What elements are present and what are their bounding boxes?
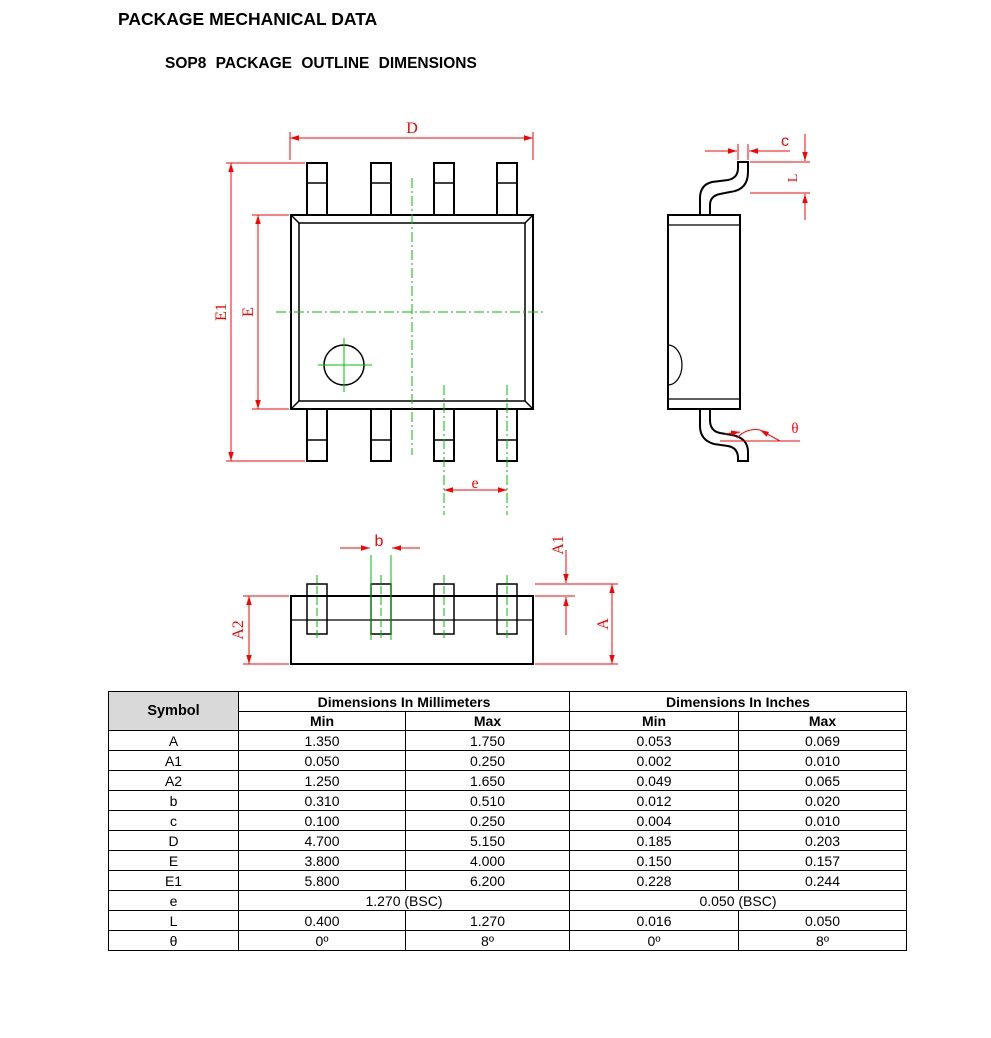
- label-b: b: [375, 533, 384, 550]
- cell-symbol: e: [108, 890, 239, 911]
- cell-in-min: 0.049: [569, 770, 739, 791]
- table-row: A 1.350 1.750 0.053 0.069: [108, 730, 907, 751]
- label-theta: θ: [791, 421, 798, 437]
- cell-in-min: 0.012: [569, 790, 739, 811]
- cell-in-min: 0.150: [569, 850, 739, 871]
- cell-symbol: E: [108, 850, 239, 871]
- table-row: D 4.700 5.150 0.185 0.203: [108, 830, 907, 851]
- label-E1: E1: [213, 303, 230, 321]
- cell-mm-min: 1.350: [238, 730, 406, 751]
- cell-mm-max: 5.150: [405, 830, 570, 851]
- label-L: L: [786, 174, 801, 183]
- label-A2: A2: [230, 620, 247, 640]
- cell-mm-max: 1.750: [405, 730, 570, 751]
- cell-mm-max: 0.510: [405, 790, 570, 811]
- header-millimeters: Dimensions In Millimeters: [238, 691, 570, 712]
- label-e: e: [471, 475, 478, 492]
- label-c: c: [781, 133, 789, 150]
- label-D: D: [406, 120, 418, 137]
- cell-mm-min: 1.250: [238, 770, 406, 791]
- cell-mm-max: 8º: [405, 930, 570, 951]
- header-in-max: Max: [738, 711, 907, 731]
- label-E: E: [240, 307, 257, 317]
- cell-in-max: 0.065: [738, 770, 907, 791]
- cell-mm-max: 1.270: [405, 910, 570, 931]
- cell-mm-max: 4.000: [405, 850, 570, 871]
- cell-symbol: E1: [108, 870, 239, 891]
- cell-in-max: 0.010: [738, 810, 907, 831]
- cell-in-max: 0.020: [738, 790, 907, 811]
- cell-symbol: A1: [108, 750, 239, 771]
- header-symbol: Symbol: [108, 691, 239, 731]
- label-A1: A1: [550, 535, 567, 555]
- cell-mm-max: 6.200: [405, 870, 570, 891]
- header-in-min: Min: [569, 711, 739, 731]
- cell-mm-max: 1.650: [405, 770, 570, 791]
- table-row: b 0.310 0.510 0.012 0.020: [108, 790, 907, 811]
- cell-mm-min: 0.310: [238, 790, 406, 811]
- cell-mm-min: 0.400: [238, 910, 406, 931]
- header-mm-min: Min: [238, 711, 406, 731]
- cell-in-min: 0.016: [569, 910, 739, 931]
- table-row: θ 0º 8º 0º 8º: [108, 930, 907, 951]
- front-view: [290, 583, 534, 665]
- cell-mm-span: 1.270 (BSC): [238, 890, 570, 911]
- header-inches: Dimensions In Inches: [569, 691, 907, 712]
- cell-symbol: θ: [108, 930, 239, 951]
- dimensions-table: Symbol Dimensions In Millimeters Dimensi…: [108, 691, 907, 951]
- table-row: E 3.800 4.000 0.150 0.157: [108, 850, 907, 871]
- cell-in-max: 8º: [738, 930, 907, 951]
- cell-in-max: 0.010: [738, 750, 907, 771]
- cell-in-max: 0.157: [738, 850, 907, 871]
- table-row: A2 1.250 1.650 0.049 0.065: [108, 770, 907, 791]
- package-subtitle: SOP8 PACKAGE OUTLINE DIMENSIONS: [165, 55, 477, 72]
- cell-symbol: A2: [108, 770, 239, 791]
- cell-mm-min: 4.700: [238, 830, 406, 851]
- cell-in-min: 0º: [569, 930, 739, 951]
- cell-in-min: 0.185: [569, 830, 739, 851]
- table-row: E1 5.800 6.200 0.228 0.244: [108, 870, 907, 891]
- cell-in-max: 0.050: [738, 910, 907, 931]
- cell-in-min: 0.053: [569, 730, 739, 751]
- cell-in-max: 0.069: [738, 730, 907, 751]
- cell-in-span: 0.050 (BSC): [569, 890, 907, 911]
- side-view: [667, 161, 749, 462]
- cell-mm-min: 0º: [238, 930, 406, 951]
- package-outline-drawing: D E1 E e c L θ: [213, 120, 810, 665]
- cell-symbol: D: [108, 830, 239, 851]
- table-row: c 0.100 0.250 0.004 0.010: [108, 810, 907, 831]
- cell-symbol: L: [108, 910, 239, 931]
- table-row: A1 0.050 0.250 0.002 0.010: [108, 750, 907, 771]
- cell-symbol: b: [108, 790, 239, 811]
- cell-in-min: 0.004: [569, 810, 739, 831]
- dimensions-table-body: A 1.350 1.750 0.053 0.069 A1 0.050 0.250…: [108, 730, 907, 951]
- header-mm-max: Max: [405, 711, 570, 731]
- cell-in-max: 0.244: [738, 870, 907, 891]
- top-pins: [306, 162, 518, 216]
- cell-mm-max: 0.250: [405, 810, 570, 831]
- cell-in-min: 0.002: [569, 750, 739, 771]
- cell-in-min: 0.228: [569, 870, 739, 891]
- cell-mm-min: 5.800: [238, 870, 406, 891]
- section-title: PACKAGE MECHANICAL DATA: [118, 9, 378, 29]
- cell-mm-min: 3.800: [238, 850, 406, 871]
- table-row: L 0.400 1.270 0.016 0.050: [108, 910, 907, 931]
- cell-mm-min: 0.050: [238, 750, 406, 771]
- cell-in-max: 0.203: [738, 830, 907, 851]
- cell-mm-min: 0.100: [238, 810, 406, 831]
- cell-mm-max: 0.250: [405, 750, 570, 771]
- cell-symbol: c: [108, 810, 239, 831]
- cell-symbol: A: [108, 730, 239, 751]
- table-row: e 1.270 (BSC) 0.050 (BSC): [108, 890, 907, 911]
- label-A: A: [595, 618, 612, 630]
